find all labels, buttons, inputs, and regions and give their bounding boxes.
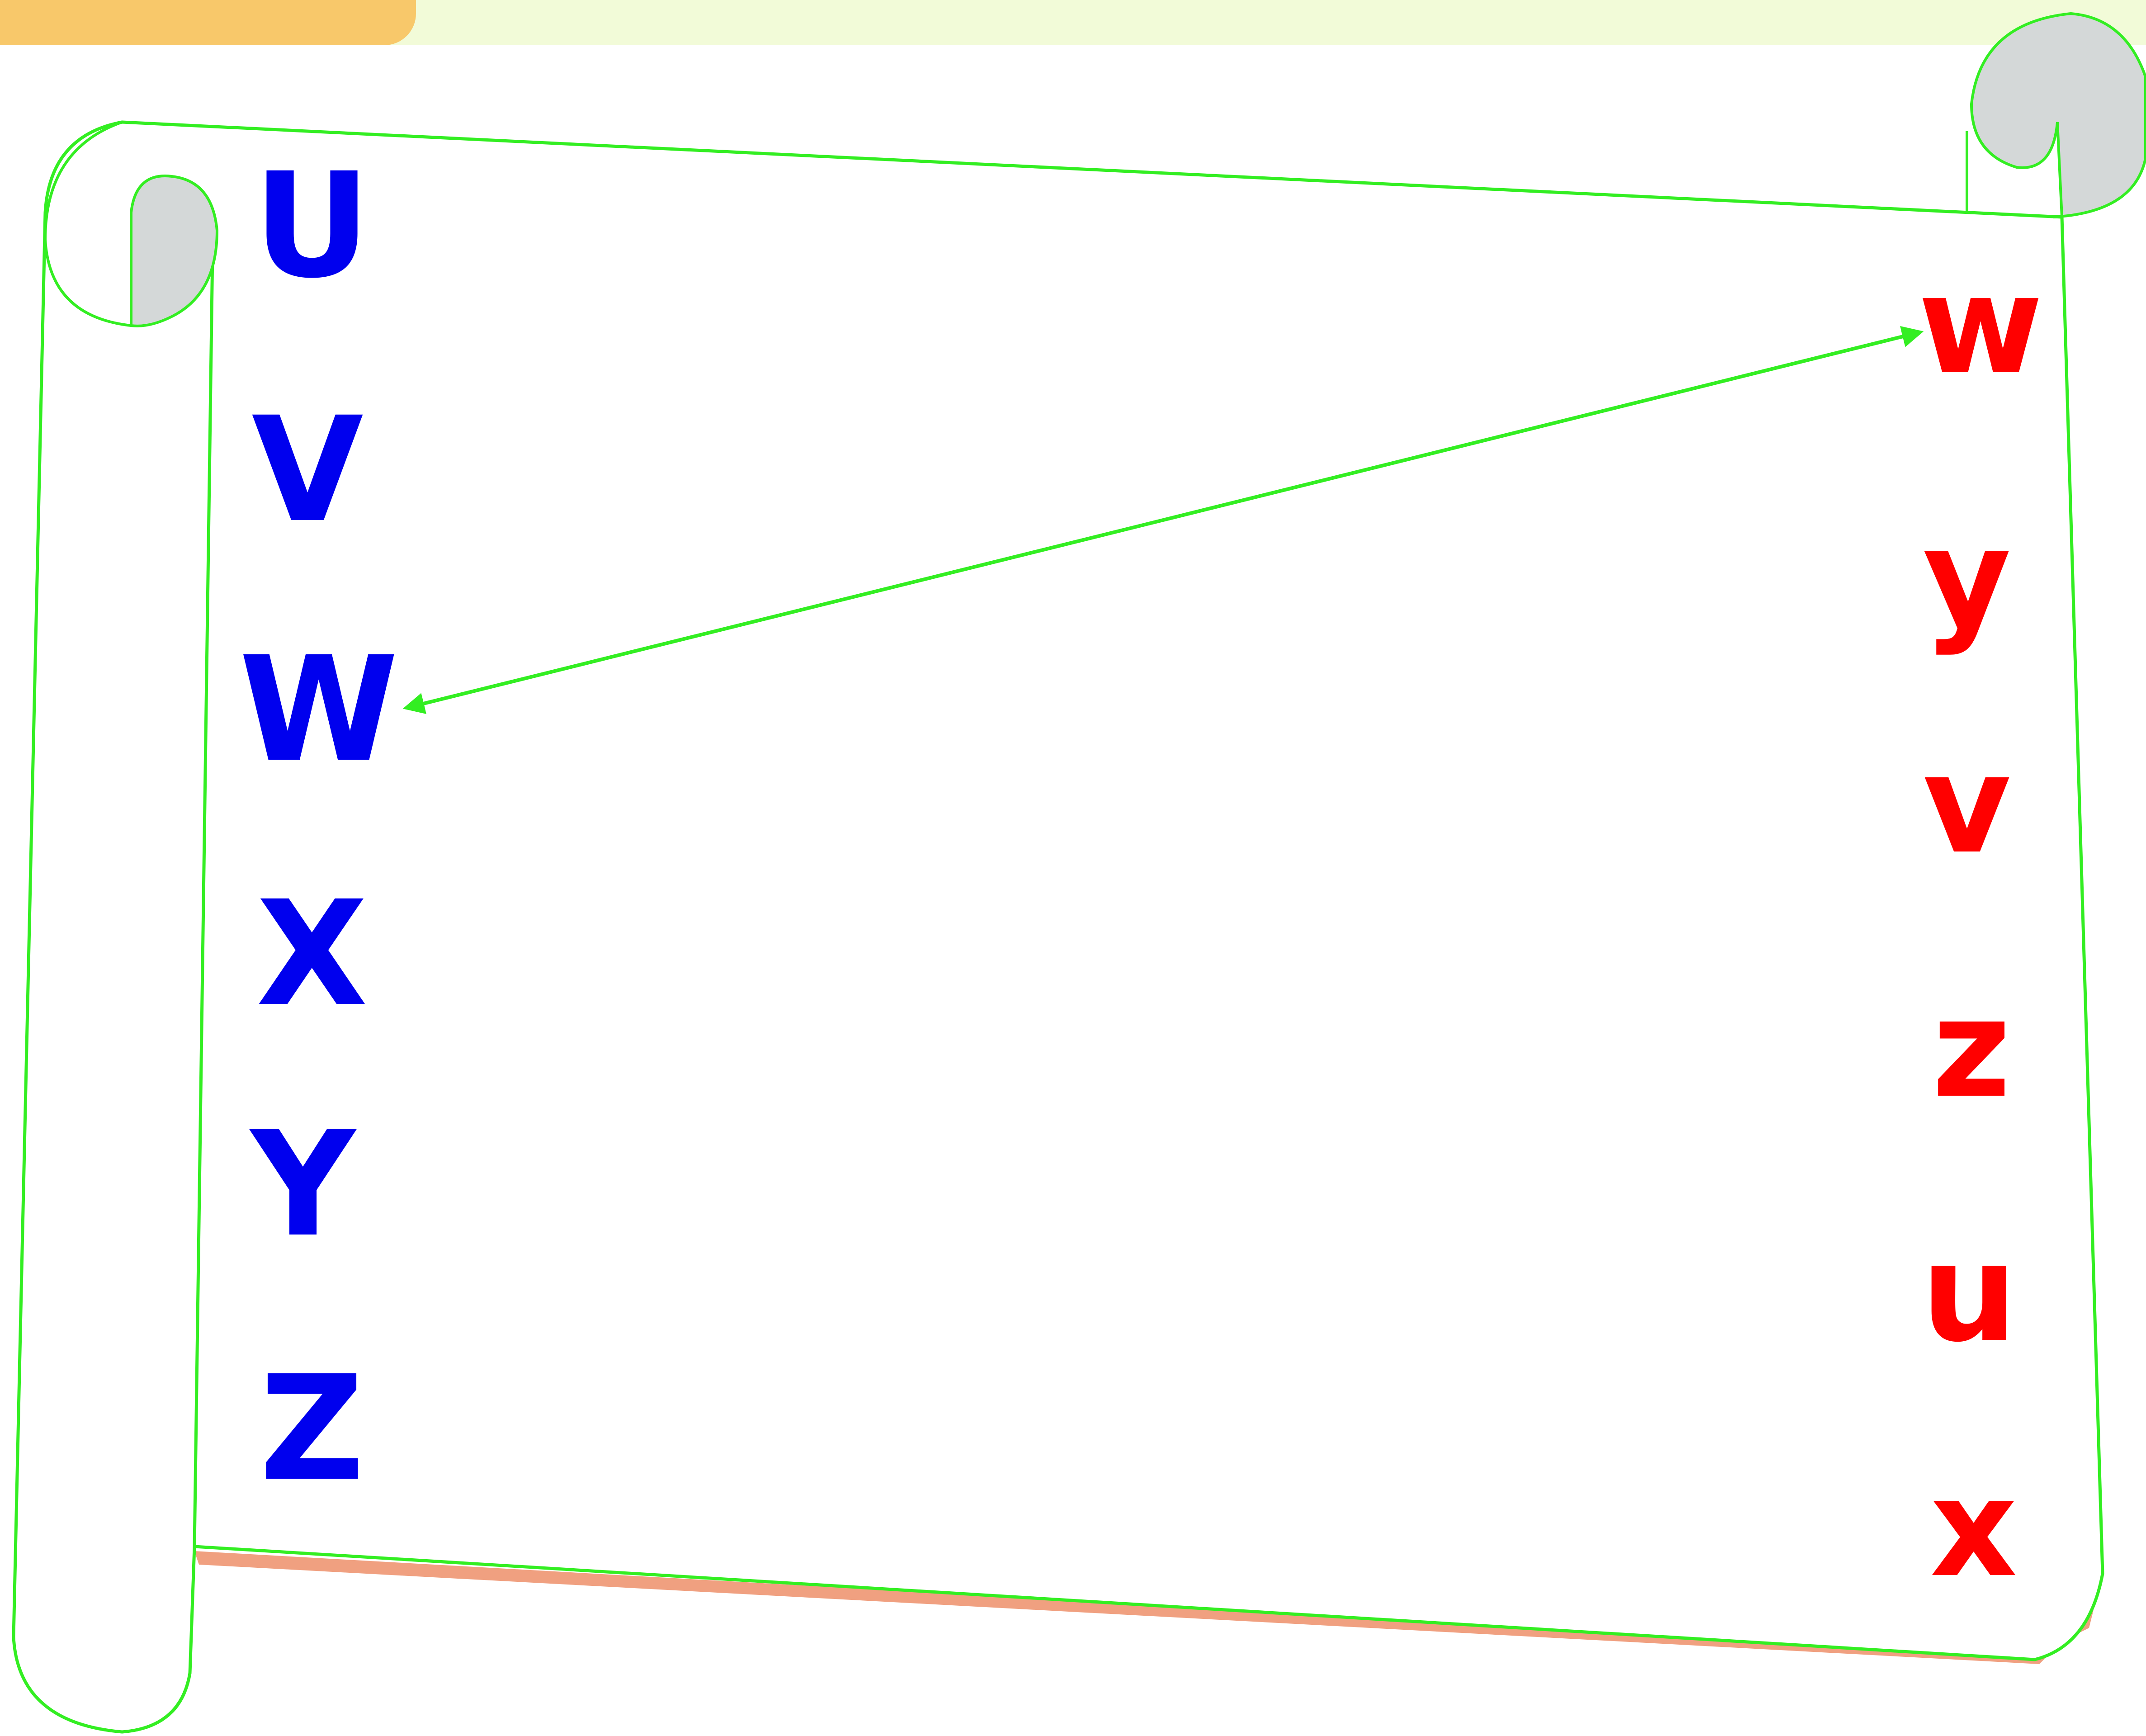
uppercase-letter-u[interactable]: U	[253, 142, 371, 310]
header-bar	[0, 0, 2146, 45]
lowercase-letter-z[interactable]: z	[1932, 970, 2011, 1128]
uppercase-letter-v[interactable]: V	[251, 386, 364, 554]
header-tab	[0, 0, 416, 45]
right-curl-icon	[1970, 12, 2146, 218]
uppercase-letter-x[interactable]: X	[256, 870, 368, 1038]
connection-line-W-w	[402, 326, 1924, 714]
lowercase-letter-w[interactable]: w	[1918, 246, 2043, 404]
lowercase-letter-x[interactable]: x	[1930, 1449, 2018, 1607]
left-curl-outline	[43, 121, 132, 327]
lowercase-letter-v[interactable]: v	[1923, 726, 2011, 884]
uppercase-letter-w[interactable]: W	[239, 626, 399, 794]
uppercase-letter-z[interactable]: Z	[259, 1345, 365, 1513]
uppercase-letter-y[interactable]: Y	[251, 1101, 355, 1269]
lowercase-letter-y[interactable]: y	[1923, 500, 2011, 658]
left-roll	[193, 253, 214, 1547]
lowercase-letter-u[interactable]: u	[1921, 1214, 2018, 1372]
scroll-shadow	[194, 1551, 2094, 1664]
left-curl-icon	[130, 175, 219, 327]
